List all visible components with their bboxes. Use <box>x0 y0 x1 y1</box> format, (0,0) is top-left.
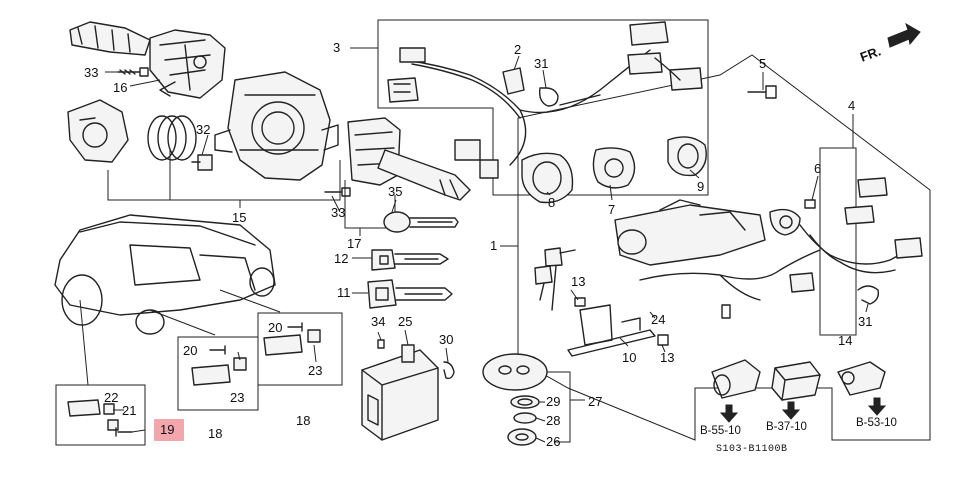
label-20-mid[interactable]: 20 <box>183 343 197 358</box>
label-13-right[interactable]: 13 <box>660 350 674 365</box>
label-18-right[interactable]: 18 <box>296 413 310 428</box>
label-27[interactable]: 27 <box>588 394 602 409</box>
assembly-keys <box>534 247 576 311</box>
diagram-code: S103-B1100B <box>716 444 788 455</box>
reference-labels: B-55-10 B-37-10 B-53-10 <box>700 417 897 437</box>
label-30[interactable]: 30 <box>439 332 453 347</box>
combination-switch <box>69 21 226 99</box>
key-12 <box>371 249 449 271</box>
label-15[interactable]: 15 <box>232 210 246 225</box>
label-7[interactable]: 7 <box>608 202 615 217</box>
label-20-right[interactable]: 20 <box>268 320 282 335</box>
label-19[interactable]: 19 <box>160 422 174 437</box>
clip-2 <box>502 67 525 95</box>
screw-33-top <box>117 67 149 77</box>
label-31-right[interactable]: 31 <box>858 314 872 329</box>
label-17[interactable]: 17 <box>347 236 361 251</box>
label-33-top[interactable]: 33 <box>84 65 98 80</box>
label-6[interactable]: 6 <box>814 161 821 176</box>
label-18-mid[interactable]: 18 <box>208 426 222 441</box>
label-25[interactable]: 25 <box>398 314 412 329</box>
cable-reel <box>214 71 339 181</box>
wire-harness-3 <box>387 21 703 179</box>
clamp-31-top <box>538 87 559 107</box>
label-34[interactable]: 34 <box>371 314 385 329</box>
wire-harness-4 <box>789 177 923 305</box>
label-4[interactable]: 4 <box>848 98 855 113</box>
label-16[interactable]: 16 <box>113 80 127 95</box>
label-29[interactable]: 29 <box>546 394 560 409</box>
label-12[interactable]: 12 <box>334 251 348 266</box>
label-5[interactable]: 5 <box>759 56 766 71</box>
label-24[interactable]: 24 <box>651 312 665 327</box>
label-1[interactable]: 1 <box>490 238 497 253</box>
ref-b37-10[interactable]: B-37-10 <box>766 421 807 433</box>
label-32[interactable]: 32 <box>196 122 210 137</box>
label-3[interactable]: 3 <box>333 40 340 55</box>
label-9[interactable]: 9 <box>697 179 704 194</box>
leader-lines <box>105 47 869 443</box>
wiper-switch <box>324 117 471 201</box>
slip-rings <box>147 115 197 161</box>
vehicle-silhouette <box>54 214 281 386</box>
key-11 <box>367 279 453 309</box>
label-26[interactable]: 26 <box>546 434 560 449</box>
ref-b55-10[interactable]: B-55-10 <box>700 425 741 437</box>
label-31-top[interactable]: 31 <box>534 56 548 71</box>
highlight-19 <box>154 419 184 441</box>
key-fob <box>482 353 548 446</box>
control-unit <box>361 339 455 441</box>
group-frames <box>55 19 931 446</box>
label-2[interactable]: 2 <box>514 42 521 57</box>
label-10[interactable]: 10 <box>622 350 636 365</box>
label-33-mid[interactable]: 33 <box>331 205 345 220</box>
label-13-left[interactable]: 13 <box>571 274 585 289</box>
label-28[interactable]: 28 <box>546 413 560 428</box>
screw-32 <box>191 154 213 171</box>
key-35 <box>383 211 459 233</box>
label-23-mid[interactable]: 23 <box>230 390 244 405</box>
label-14[interactable]: 14 <box>838 333 852 348</box>
label-23-right[interactable]: 23 <box>308 363 322 378</box>
label-8[interactable]: 8 <box>548 195 555 210</box>
direction-label: FR. <box>858 43 883 64</box>
inset-parts <box>67 322 321 437</box>
ref-b53-10[interactable]: B-53-10 <box>856 417 897 429</box>
steering-lock-assembly <box>521 85 821 357</box>
cover-ring <box>67 99 129 163</box>
label-11[interactable]: 11 <box>337 285 351 300</box>
ref-parts <box>711 359 886 401</box>
label-35[interactable]: 35 <box>388 184 402 199</box>
ref-arrows <box>719 397 887 423</box>
front-direction-arrow-icon <box>887 22 921 48</box>
part-labels: 33 16 32 15 3 2 31 33 35 17 12 11 1 8 7 … <box>84 40 872 449</box>
label-21[interactable]: 21 <box>122 403 136 418</box>
label-22[interactable]: 22 <box>104 390 118 405</box>
